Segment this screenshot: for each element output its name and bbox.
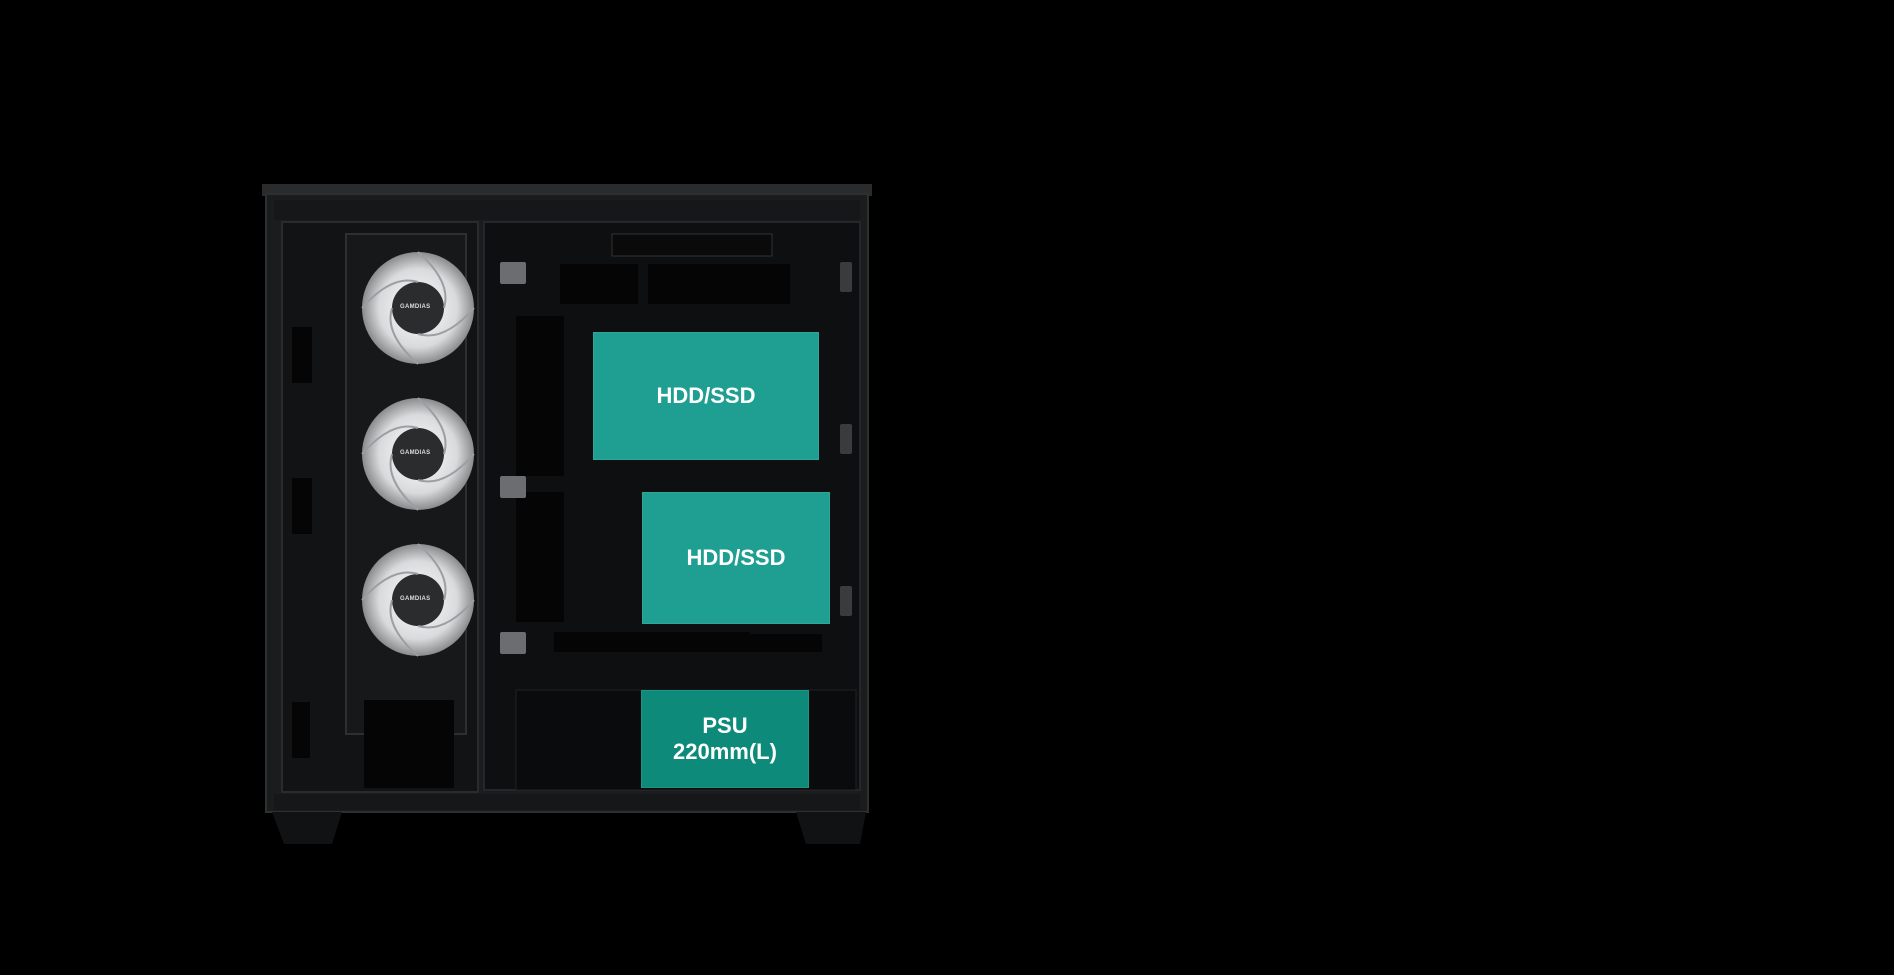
front-fan-2 (362, 398, 474, 510)
psu-length-label: 220mm(L) (673, 739, 777, 764)
pc-case-side-view: GAMDIAS GAMDIAS GAMDIAS HDD/SSD HDD/SSD … (262, 182, 872, 848)
front-fan-1 (362, 252, 474, 364)
hdd-ssd-tray-bottom: HDD/SSD (642, 492, 830, 624)
hdd-ssd-label: HDD/SSD (656, 382, 756, 408)
psu-label: PSU (702, 712, 748, 738)
case-foot-left (272, 812, 342, 844)
fan-logo: GAMDIAS (400, 450, 431, 456)
fan-logo: GAMDIAS (400, 304, 431, 310)
case-foot-right (796, 812, 866, 844)
hdd-ssd-tray-top: HDD/SSD (593, 332, 819, 460)
front-fan-3 (362, 544, 474, 656)
fan-logo: GAMDIAS (400, 596, 431, 602)
psu-shroud: PSU 220mm(L) (641, 690, 809, 788)
hdd-ssd-label: HDD/SSD (686, 544, 786, 570)
